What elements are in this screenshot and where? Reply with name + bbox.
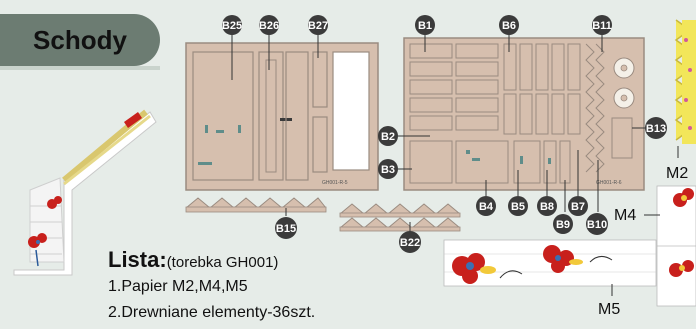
paper-m2 — [676, 20, 696, 144]
svg-text:B4: B4 — [479, 201, 494, 213]
svg-text:B7: B7 — [571, 201, 585, 213]
list-heading: Lista: — [108, 247, 167, 272]
label-m2: M2 — [666, 165, 688, 182]
label-b6: B6 — [499, 15, 519, 35]
wood-sheet-left: GH001-R-5 — [186, 43, 378, 190]
list-item: 2.Drewniane elementy-36szt. — [108, 301, 408, 325]
list-heading-row: Lista:(torebka GH001) — [108, 247, 408, 273]
label-b11: B11 — [592, 15, 612, 35]
contents-list: Lista:(torebka GH001) 1.Papier M2,M4,M5 … — [108, 247, 408, 325]
zigzag-strip-b22 — [340, 204, 460, 231]
sheet-code-right: GH001-R-6 — [596, 180, 622, 186]
svg-text:B8: B8 — [540, 201, 554, 213]
label-b5: B5 — [508, 196, 528, 216]
label-b15: B15 — [275, 217, 297, 239]
sheet-code-left: GH001-R-5 — [322, 180, 348, 186]
list-heading-note: (torebka GH001) — [167, 254, 279, 271]
svg-text:B27: B27 — [308, 20, 328, 32]
svg-text:B26: B26 — [259, 20, 279, 32]
svg-text:B25: B25 — [222, 20, 242, 32]
label-b7: B7 — [568, 196, 588, 216]
svg-text:B1: B1 — [418, 20, 432, 32]
paper-m5 — [444, 240, 656, 286]
list-item: 1.Papier M2,M4,M5 — [108, 275, 408, 299]
label-b26: B26 — [259, 15, 279, 35]
label-b1: B1 — [415, 15, 435, 35]
label-b27: B27 — [308, 15, 328, 35]
label-b4: B4 — [476, 196, 496, 216]
label-m5: M5 — [598, 301, 620, 318]
svg-text:B15: B15 — [276, 223, 296, 235]
label-b8: B8 — [537, 196, 557, 216]
svg-text:B13: B13 — [646, 123, 666, 135]
paper-m4 — [657, 186, 696, 306]
zigzag-strip-b15 — [186, 198, 326, 212]
svg-text:B5: B5 — [511, 201, 525, 213]
label-b10: B10 — [586, 213, 608, 235]
label-b13: B13 — [645, 117, 667, 139]
svg-text:B6: B6 — [502, 20, 516, 32]
svg-text:B9: B9 — [556, 219, 570, 231]
label-b3: B3 — [378, 159, 398, 179]
label-b2: B2 — [378, 126, 398, 146]
svg-text:B11: B11 — [592, 20, 612, 32]
svg-text:B3: B3 — [381, 164, 395, 176]
label-m4: M4 — [614, 207, 636, 224]
wood-sheet-right: GH001-R-6 — [404, 38, 644, 190]
svg-text:B2: B2 — [381, 131, 395, 143]
label-b9: B9 — [553, 214, 573, 234]
svg-text:B10: B10 — [587, 219, 607, 231]
label-b25: B25 — [222, 15, 242, 35]
